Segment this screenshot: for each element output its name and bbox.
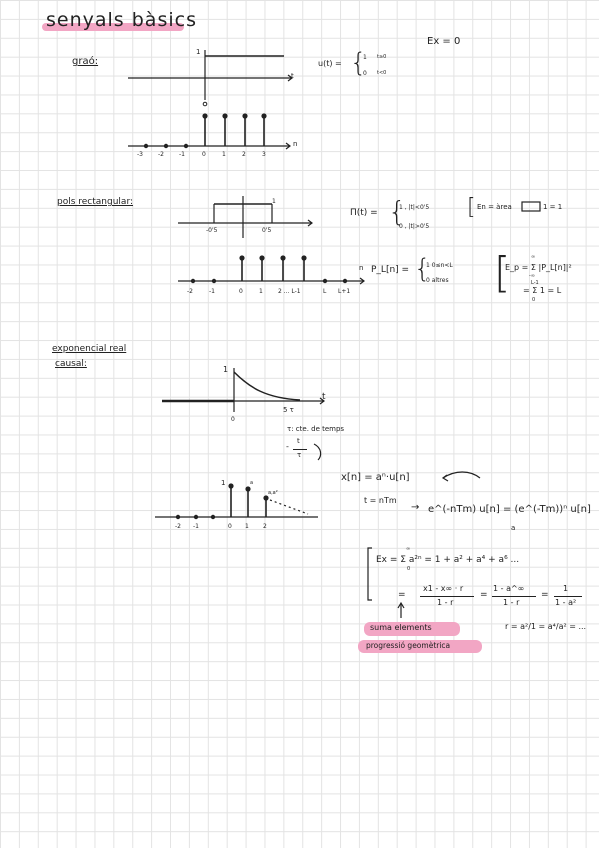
step-t-label: t [291, 72, 294, 80]
rect-disc-tick: 0 [239, 288, 243, 295]
step-tick: 0 [202, 151, 206, 158]
step-label: graó: [72, 56, 99, 67]
exp-disc-one: 1 [221, 479, 226, 487]
exp-frac2-num: 1 - a^∞ [493, 584, 525, 593]
exp-frac-num: t [297, 437, 300, 445]
exp-eq2: = [398, 590, 406, 600]
exp-x-def: x[n] = aⁿ·u[n] [341, 472, 410, 483]
exp-arrow: → [411, 502, 420, 513]
rect-disc-brace: { [414, 254, 431, 284]
exp-frac-minus: - [286, 442, 289, 451]
exp-frac1-line [420, 596, 474, 597]
rect-e-bracket: [ [494, 248, 511, 297]
rect-disc-0: 0 altres [426, 277, 449, 284]
step-tick: 1 [222, 151, 226, 158]
rect-def-1: 1 , |t|<0'5 [399, 204, 430, 211]
exp-frac3-line [554, 596, 582, 597]
title-highlight [42, 23, 184, 31]
exp-disc-tick: 1 [245, 523, 249, 530]
step-tick: 3 [262, 151, 266, 158]
exp-eq3: = [480, 590, 488, 600]
rect-e-bot2: 0 [532, 297, 536, 303]
step-def-lhs: u(t) = [318, 59, 342, 68]
exp-r-def: r = a²/1 = a⁴/a² = ... [505, 622, 587, 631]
rect-disc-1: 1 0≤n<L [426, 262, 453, 269]
rect-e-bot1: -∞ [529, 273, 535, 279]
step-def-1-cond: t≥0 [377, 54, 387, 60]
exp-frac-den: τ [297, 451, 302, 459]
rect-tick-p: 0'5 [262, 227, 272, 234]
step-tick: -3 [137, 151, 143, 158]
exp-sum-bot: 0 [407, 566, 411, 572]
rect-tick-m: -0'5 [206, 227, 218, 234]
exp-frac-line [293, 449, 307, 450]
note-progressio: progressió geomètrica [366, 641, 451, 650]
rect-e-line2: = Σ 1 = L [523, 286, 562, 295]
exp-disc-a2: a,a² [268, 490, 278, 496]
rect-disc-tick: 1 [259, 288, 263, 295]
rect-e-top2: L-1 [531, 280, 539, 286]
step-def-1: 1 [363, 54, 367, 61]
rect-e-top1: ∞ [531, 254, 536, 260]
exp-eq4: = [541, 590, 549, 600]
step-def-0: 0 [363, 70, 367, 77]
highlight-suma [364, 622, 460, 636]
step-def-brace: { [350, 48, 367, 78]
exp-frac1-den: 1 - r [437, 598, 454, 607]
exp-frac1-num: x1 - x∞ · r [423, 584, 464, 593]
exp-frac2-den: 1 - r [503, 598, 520, 607]
step-one-label: 1 [196, 48, 201, 56]
exp-one-label: 1 [223, 365, 229, 374]
rect-n-label: n [359, 264, 364, 272]
exp-frac3-num: 1 [563, 584, 569, 593]
note-suma-elements: suma elements [370, 623, 432, 632]
rect-disc-tick: 2 ... L-1 [278, 288, 301, 295]
rect-def-lhs: Π(t) = [350, 208, 378, 218]
rect-e-line1: E_p = Σ |P_L[n]|² [505, 263, 572, 272]
exp-zero-label: 0 [231, 416, 235, 423]
step-tick: 2 [242, 151, 246, 158]
rect-def-0: 0 , |t|>0'5 [399, 223, 430, 230]
exp-disc-tick: 2 [263, 523, 267, 530]
step-energy: Ex = 0 [427, 36, 461, 47]
rect-label: pols rectangular: [57, 197, 134, 207]
rect-def-brace: { [388, 195, 406, 228]
exp-a-under: a [511, 524, 516, 532]
rect-energy-bracket: [ [467, 195, 476, 220]
exp-disc-tick: 0 [228, 523, 232, 530]
step-def-0-cond: t<0 [377, 70, 387, 76]
exp-t-def: t = nTm [364, 496, 397, 505]
rect-energy-tail: 1 = 1 [543, 203, 563, 211]
rect-disc-tick: -1 [209, 288, 215, 295]
exp-5tau-label: 5 τ [283, 406, 294, 414]
step-tick: -2 [158, 151, 164, 158]
step-n-label: n [293, 140, 298, 148]
exp-frac3-den: 1 - a² [555, 598, 577, 607]
rect-one-label: 1 [272, 198, 276, 205]
exp-disc-tick: -2 [175, 523, 181, 530]
rect-disc-tick: L+1 [338, 288, 351, 295]
exp-label-1: exponencial real [52, 344, 127, 354]
rect-energy-box: En = àrea [477, 203, 512, 211]
exp-disc-tick: -1 [193, 523, 199, 530]
exp-sum-line: Ex = Σ a²ⁿ = 1 + a² + a⁴ + a⁶ ... [376, 555, 520, 565]
highlight-progressio [358, 640, 482, 653]
exp-label-2: causal: [55, 359, 87, 369]
exp-sum-top: ∞ [406, 546, 411, 552]
step-tick: -1 [179, 151, 185, 158]
rect-disc-tick: -2 [187, 288, 193, 295]
exp-tau-def: τ: cte. de temps [287, 425, 345, 433]
exp-t-label: t [322, 392, 326, 402]
exp-exp-expr: e^(-nTm) u[n] = (e^(-Tm))ⁿ u[n] [428, 504, 591, 515]
exp-frac2-line [492, 596, 536, 597]
exp-disc-a: a [250, 480, 254, 486]
page-title: senyals bàsics [46, 9, 197, 31]
rect-disc-tick: L [323, 288, 327, 295]
rect-disc-lhs: P_L[n] = [371, 265, 410, 275]
